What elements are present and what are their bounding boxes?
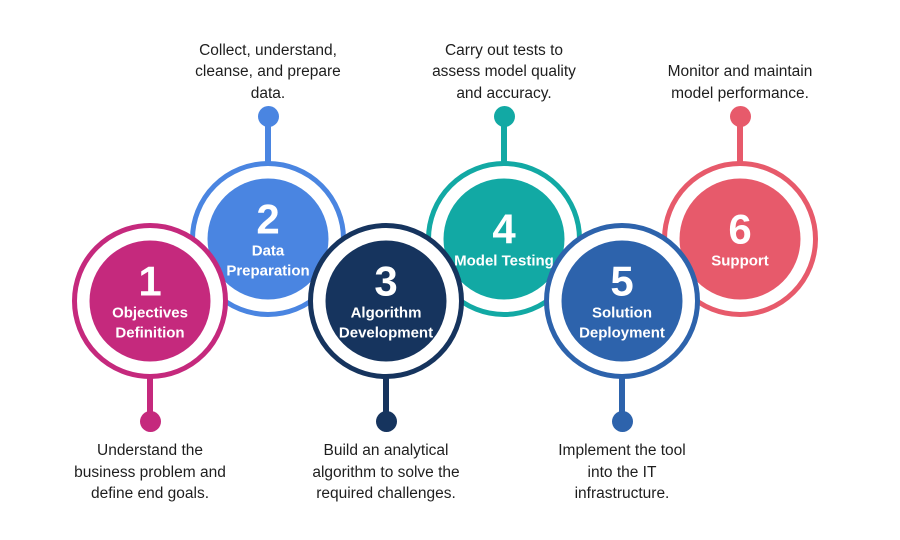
step-description: Implement the tool into the IT infrastru… <box>558 442 686 502</box>
connector-line <box>147 301 153 421</box>
step-circle: 3 Algorithm Development <box>325 240 447 362</box>
step-description: Collect, understand, cleanse, and prepar… <box>195 41 341 102</box>
connector-dot <box>730 106 751 127</box>
step-number: 6 <box>728 205 752 253</box>
step-circle-ring: 6 Support <box>662 161 818 317</box>
step-circle-ring: 4 Model Testing <box>426 161 582 317</box>
step-number: 3 <box>374 257 398 305</box>
connector-dot <box>258 106 279 127</box>
step-circle-ring: 2 Data Preparation <box>190 161 346 317</box>
connector-line <box>501 116 507 239</box>
step-description: Monitor and maintain model performance. <box>667 63 813 102</box>
connector-dot <box>494 106 515 127</box>
step-description: Carry out tests to assess model quality … <box>432 41 576 102</box>
step-circle: 2 Data Preparation <box>207 178 329 300</box>
step-label: Objectives Definition <box>112 304 188 342</box>
step-circle-ring: 5 Solution Deployment <box>544 223 700 379</box>
step-label: Model Testing <box>454 252 554 270</box>
connector-dot <box>612 411 633 432</box>
step-description: Understand the business problem and defi… <box>74 442 226 502</box>
step-number: 1 <box>138 257 162 305</box>
step-circle: 5 Solution Deployment <box>561 240 683 362</box>
connector-line <box>737 116 743 239</box>
connector-line <box>265 116 271 239</box>
step-circle-ring: 1 Objectives Definition <box>72 223 228 379</box>
connector-line <box>383 301 389 421</box>
step-circle-ring: 3 Algorithm Development <box>308 223 464 379</box>
step-description: Build an analytical algorithm to solve t… <box>312 442 460 502</box>
step-circle: 4 Model Testing <box>443 178 565 300</box>
step-number: 4 <box>492 205 516 253</box>
step-circle: 6 Support <box>679 178 801 300</box>
step-label: Data Preparation <box>226 242 310 280</box>
step-label: Algorithm Development <box>338 304 434 342</box>
step-circle: 1 Objectives Definition <box>89 240 211 362</box>
connector-dot <box>140 411 161 432</box>
step-number: 2 <box>256 195 280 243</box>
step-number: 5 <box>610 257 634 305</box>
connector-line <box>619 301 625 421</box>
step-label: Solution Deployment <box>579 304 665 342</box>
connector-dot <box>376 411 397 432</box>
step-label: Support <box>711 252 769 270</box>
